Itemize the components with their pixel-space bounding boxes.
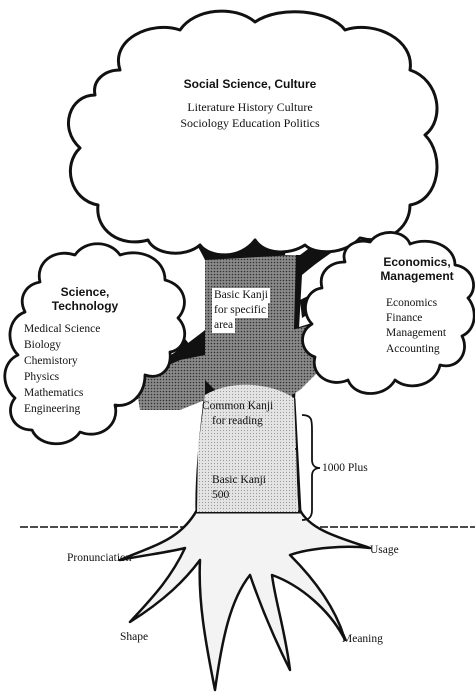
right-item-0: Economics bbox=[386, 296, 437, 311]
basic-kanji-label-line2: 500 bbox=[212, 488, 229, 503]
basic-kanji-label-line1: Basic Kanji bbox=[212, 473, 266, 488]
crown-title: Social Science, Culture bbox=[150, 77, 350, 92]
left-item-3: Physics bbox=[24, 370, 59, 385]
right-item-3: Accounting bbox=[386, 342, 440, 357]
left-item-5: Engineering bbox=[24, 402, 80, 417]
specific-kanji-label-line3: area bbox=[212, 318, 235, 333]
thousand-plus-label: 1000 Plus bbox=[322, 461, 368, 476]
root-label-shape: Shape bbox=[120, 630, 148, 645]
crown-topics-line1: Literature History Culture bbox=[150, 100, 350, 115]
left-title-line2: Technology bbox=[30, 299, 140, 314]
right-item-2: Management bbox=[386, 326, 446, 341]
left-item-1: Biology bbox=[24, 338, 61, 353]
common-kanji-label-line2: for reading bbox=[212, 414, 263, 429]
left-item-4: Mathematics bbox=[24, 386, 83, 401]
root-label-meaning: Meaning bbox=[342, 632, 383, 647]
right-title-line2: Management bbox=[362, 269, 472, 284]
crown-cloud bbox=[68, 11, 437, 255]
left-item-2: Chemistory bbox=[24, 354, 78, 369]
specific-kanji-label-line2: for specific bbox=[212, 303, 268, 318]
left-title-line1: Science, bbox=[30, 285, 140, 300]
bracket bbox=[302, 415, 320, 520]
root-label-pronunciation: Pronunciation bbox=[67, 551, 132, 566]
left-item-0: Medical Science bbox=[24, 322, 100, 337]
specific-kanji-label-line1: Basic Kanji bbox=[212, 288, 270, 303]
right-item-1: Finance bbox=[386, 311, 422, 326]
roots bbox=[120, 510, 370, 690]
crown-topics-line2: Sociology Education Politics bbox=[150, 116, 350, 131]
common-kanji-label-line1: Common Kanji bbox=[202, 399, 273, 414]
root-label-usage: Usage bbox=[370, 543, 399, 558]
right-title-line1: Economics, bbox=[362, 255, 472, 270]
